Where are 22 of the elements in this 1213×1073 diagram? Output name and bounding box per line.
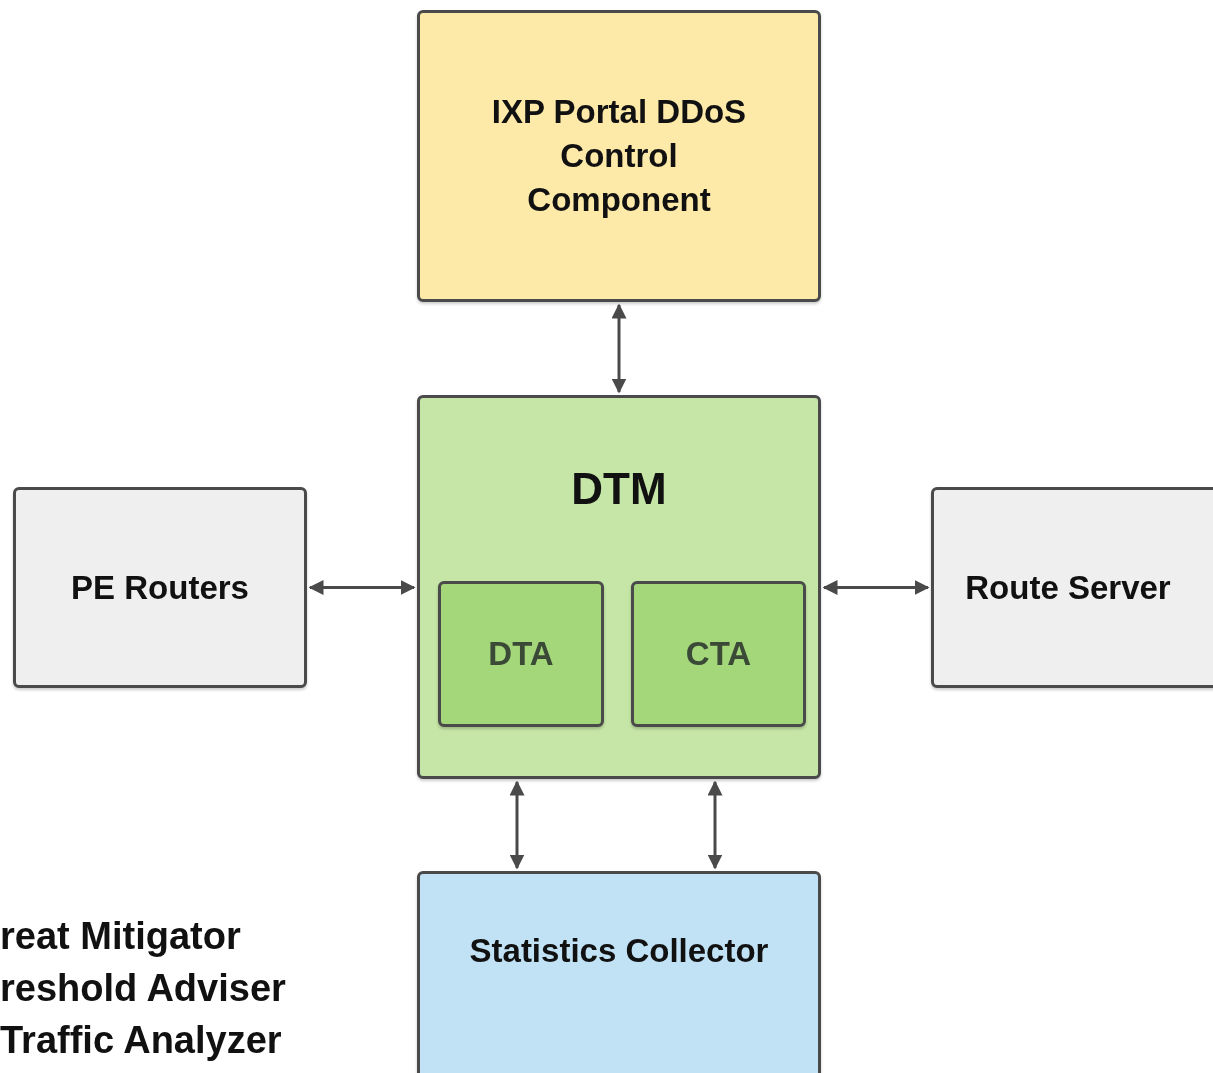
double-arrow — [308, 580, 416, 595]
double-arrow — [611, 303, 627, 394]
component-box — [438, 581, 604, 727]
component-box — [931, 487, 1213, 688]
box-label: DTA — [488, 634, 554, 675]
box-label: IXP Portal DDoS Control Component — [490, 92, 748, 220]
note-text: Traffic Analyzer — [0, 1019, 282, 1062]
box-label: CTA — [685, 634, 752, 675]
component-box — [417, 10, 821, 302]
box-heading: DTM — [571, 463, 667, 515]
box-label: Statistics Collector — [469, 931, 769, 972]
box-label: Route Server — [965, 567, 1171, 608]
box-label: PE Routers — [71, 567, 249, 608]
double-arrow — [707, 780, 723, 870]
component-box — [13, 487, 307, 688]
note-text: reshold Adviser — [0, 967, 286, 1010]
component-box — [417, 871, 821, 1073]
note-text: reat Mitigator — [0, 915, 241, 958]
double-arrow — [822, 580, 930, 595]
double-arrow — [509, 780, 525, 870]
component-box — [631, 581, 806, 727]
container-box — [417, 395, 821, 779]
